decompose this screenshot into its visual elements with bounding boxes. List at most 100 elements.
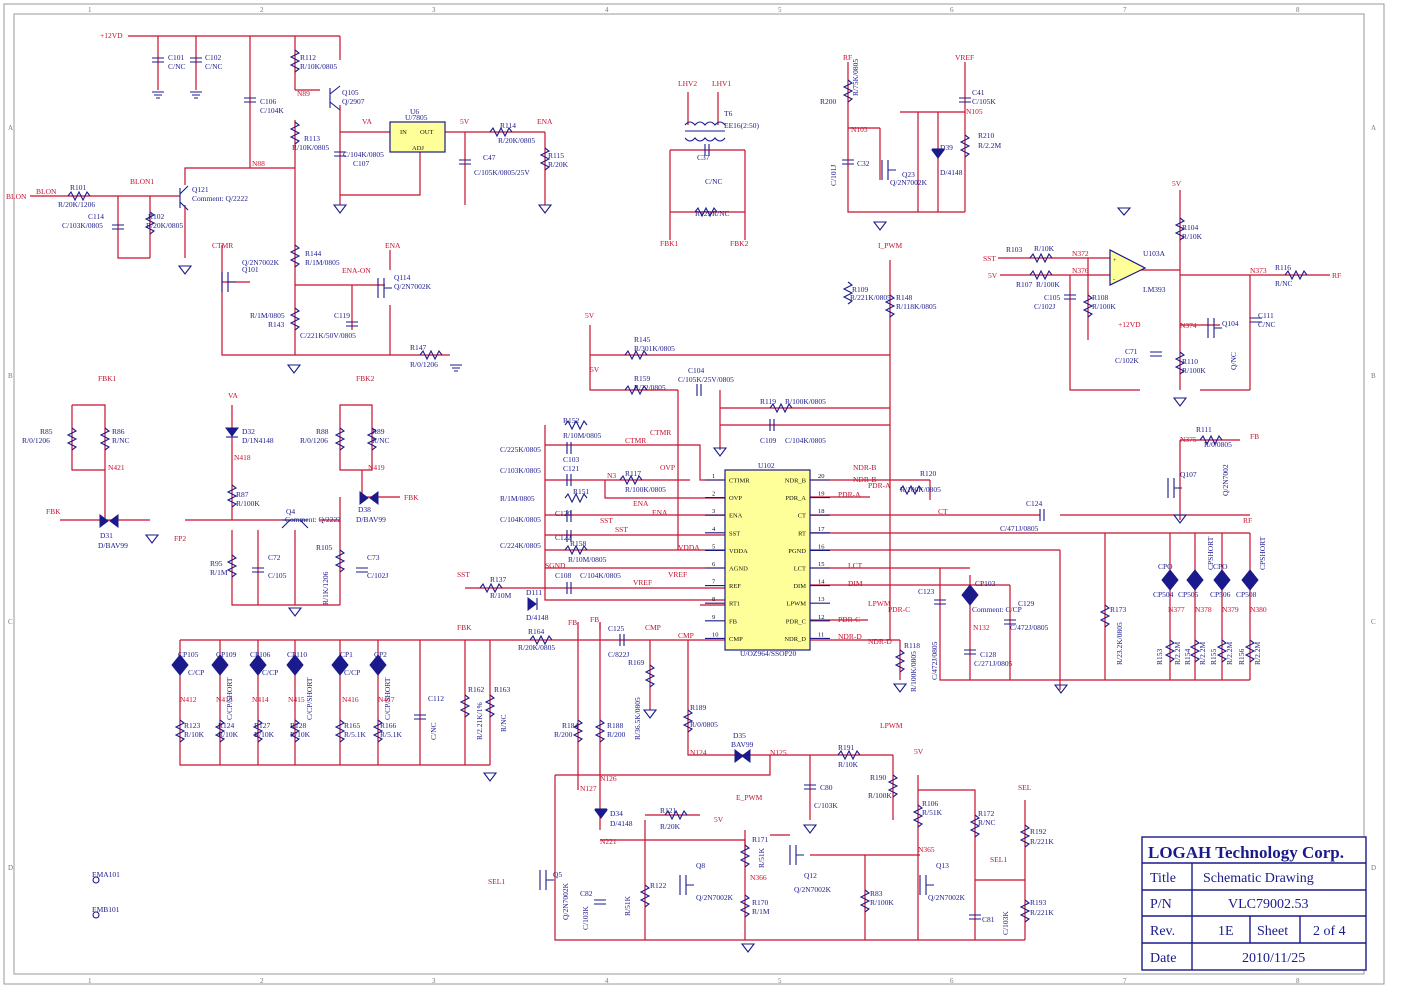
title-block-sheet-value: 2 of 4 xyxy=(1313,924,1346,939)
net-ct: CT xyxy=(938,507,948,516)
schematic-label: R/10K xyxy=(1034,244,1055,253)
schematic-label: - xyxy=(1113,276,1115,283)
schematic-label: Q/2N7002K xyxy=(242,258,280,267)
net-12vd-b: +12VD xyxy=(1118,320,1141,329)
schematic-label: C/105K/0805/25V xyxy=(474,168,530,177)
schematic-label: D38 xyxy=(358,505,371,514)
schematic-label: R/0/1206 xyxy=(300,436,328,445)
u102-pin-name: NDR_B xyxy=(785,478,807,485)
transformer-t6: T6 EE16(2:50) LHV2 LHV1 xyxy=(678,79,759,142)
net-labels: +12VD +12VD VA VA 5V 5V 5V 5V 5V 5V 5V E… xyxy=(6,31,1341,919)
schematic-label: CP1 xyxy=(340,650,353,659)
schematic-label: R103 xyxy=(1006,245,1023,254)
net-fp2: FP2 xyxy=(174,534,186,543)
schematic-label: C/225K/0805 xyxy=(500,445,541,454)
schematic-label: C/271J/0805 xyxy=(974,659,1013,668)
u102-pin-number: 9 xyxy=(712,614,715,621)
net-5v: 5V xyxy=(460,117,470,126)
schematic-label: Q104 xyxy=(1222,319,1239,328)
schematic-label: R/10M/0805 xyxy=(568,555,607,564)
schematic-label: R159 xyxy=(634,374,651,383)
schematic-label: N374 xyxy=(1180,321,1197,330)
zone-column-label: 7 xyxy=(1123,977,1127,985)
schematic-label: C73 xyxy=(367,553,380,562)
capacitors xyxy=(112,57,1262,920)
schematic-label: R/1M xyxy=(210,568,228,577)
schematic-label: R116 xyxy=(1275,263,1291,272)
schematic-label: C122 xyxy=(555,533,572,542)
net-fbk2-b: FBK2 xyxy=(730,239,749,248)
zone-column-label: 5 xyxy=(778,6,782,14)
schematic-label: R/2.21K/1% xyxy=(475,702,484,740)
net-sst-c: SST xyxy=(457,570,470,579)
schematic-label: R/51K xyxy=(623,895,632,916)
schematic-label: R/200 xyxy=(607,730,626,739)
schematic-label: N415 xyxy=(288,695,305,704)
schematic-label: C41 xyxy=(972,88,985,97)
schematic-label: Q/2N7002K xyxy=(696,893,734,902)
schematic-label: N419 xyxy=(368,463,385,472)
schematic-label: CP110 xyxy=(287,650,307,659)
schematic-label: C81 xyxy=(982,915,995,924)
schematic-label: C/105K/25V/0805 xyxy=(678,375,734,384)
schematic-label: R191 xyxy=(838,743,855,752)
schematic-label: C109 xyxy=(760,436,777,445)
schematic-label: R88 xyxy=(316,427,329,436)
u102-pin-name: ENA xyxy=(729,513,743,520)
schematic-label: C/CP/SHORT xyxy=(383,677,392,720)
schematic-label: R/100K/0805 xyxy=(625,485,666,494)
diodes xyxy=(99,148,945,819)
u102-pin-number: 19 xyxy=(818,491,825,498)
schematic-label: N413 xyxy=(216,695,233,704)
net-fbk: FBK xyxy=(457,623,472,632)
ic-u102: U102 U/OZ964/SSOP20 1CTIMR2OVP3ENA4SST5V… xyxy=(705,461,830,658)
schematic-label: R128 xyxy=(290,721,307,730)
net-rf: RF xyxy=(843,53,852,62)
net-sst-d: SST xyxy=(983,254,996,263)
net-ctmr: CTMR xyxy=(650,428,671,437)
zone-column-label: 6 xyxy=(950,977,954,985)
schematic-label: R/0/1206 xyxy=(410,360,438,369)
schematic-label: C/NC xyxy=(1258,320,1276,329)
net-5v-c: 5V xyxy=(988,271,998,280)
u102-pin-number: 7 xyxy=(712,579,716,586)
schematic-label: R/221K xyxy=(1030,837,1054,846)
schematic-label: C/104K/0805 xyxy=(785,436,826,445)
u102-pin-name: PDR_C xyxy=(786,618,806,625)
schematic-label: C47 xyxy=(483,153,496,162)
schematic-label: C/NC xyxy=(705,177,723,186)
ground-symbols xyxy=(144,91,1188,953)
u102-pin-number: 2 xyxy=(712,491,715,498)
net-ena-d: ENA xyxy=(652,508,668,517)
zone-row-label: D xyxy=(8,864,13,872)
schematic-label: R137 xyxy=(490,575,507,584)
schematic-label: C/CP xyxy=(188,668,204,677)
zone-row-label: B xyxy=(1371,372,1376,380)
net-ctmr-c: CTMR xyxy=(212,241,233,250)
net-vref-b: VREF xyxy=(668,570,687,579)
net-ena-b: ENA xyxy=(385,241,401,250)
schematic-label: C120 xyxy=(555,509,572,518)
schematic-label: C/104K/0805 xyxy=(580,571,621,580)
schematic-label: R143 xyxy=(268,320,285,329)
schematic-label: CPO xyxy=(1158,562,1173,571)
schematic-label: R151 xyxy=(573,487,590,496)
schematic-label: N379 xyxy=(1222,605,1239,614)
net-ema101: EMA101 xyxy=(92,870,120,879)
net-5v-d: 5V xyxy=(585,311,595,320)
schematic-label: C128 xyxy=(980,650,997,659)
u102-pin-name: SST xyxy=(729,530,740,537)
schematic-label: C/CP/SHORT xyxy=(305,677,314,720)
u102-pin-number: 6 xyxy=(712,561,716,568)
schematic-label: R112 xyxy=(300,53,316,62)
u6-pin-out: OUT xyxy=(420,129,433,136)
schematic-label: R101 xyxy=(70,183,87,192)
schematic-label: R/100K xyxy=(236,499,260,508)
schematic-label: R169 xyxy=(628,658,645,667)
schematic-label: R/75K/0805 xyxy=(851,59,860,96)
schematic-label: C112 xyxy=(428,694,444,703)
u102-pin-name: LCT xyxy=(794,566,806,573)
schematic-label: C/102K xyxy=(1115,356,1139,365)
net-sst: SST xyxy=(600,516,613,525)
